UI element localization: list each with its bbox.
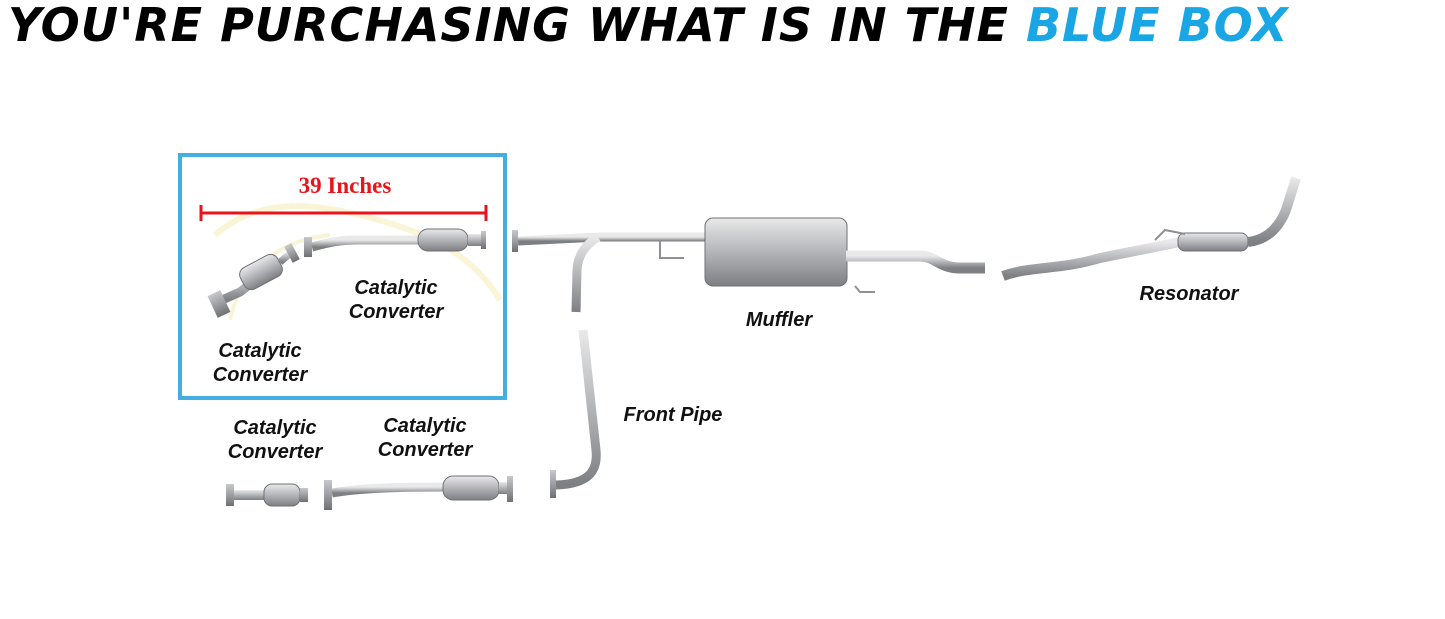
part-label-line: Catalytic (383, 415, 467, 437)
part-label-line: Converter (348, 301, 444, 323)
part-label-front-pipe: Front Pipe (623, 404, 723, 426)
pipe-icon (512, 230, 710, 313)
part-label-line: Converter (377, 439, 473, 461)
part-label-line: Converter (227, 441, 323, 463)
pipe-icon (550, 329, 601, 498)
part-label-line: Catalytic (218, 340, 302, 362)
headline-prefix: YOU'RE PURCHASING WHAT IS IN THE (8, 0, 1009, 52)
part-label-cat-left-lower: Catalytic Converter (215, 416, 335, 464)
part-label-muffler: Muffler (745, 309, 813, 331)
part-label-cat-right-boxed: Catalytic Converter (336, 276, 456, 324)
catalytic-converter-icon (304, 228, 486, 257)
blue-highlight-box (178, 153, 507, 400)
part-label-line: Catalytic (354, 277, 438, 299)
muffler-icon (704, 217, 985, 293)
headline-highlight: BLUE BOX (1025, 0, 1289, 52)
dimension-line (199, 205, 488, 221)
part-label-resonator: Resonator (1139, 283, 1239, 305)
part-label-line: Converter (212, 364, 308, 386)
part-label-cat-right-lower: Catalytic Converter (365, 414, 485, 462)
resonator-icon (1001, 176, 1301, 281)
part-label-line: Catalytic (233, 417, 317, 439)
part-label-cat-left-boxed: Catalytic Converter (200, 339, 320, 387)
catalytic-converter-icon (324, 475, 513, 510)
headline: YOU'RE PURCHASING WHAT IS IN THE BLUE BO… (8, 0, 1438, 50)
catalytic-converter-icon (207, 243, 300, 318)
dimension-label: 39 Inches (298, 173, 392, 198)
catalytic-converter-icon (226, 483, 308, 507)
